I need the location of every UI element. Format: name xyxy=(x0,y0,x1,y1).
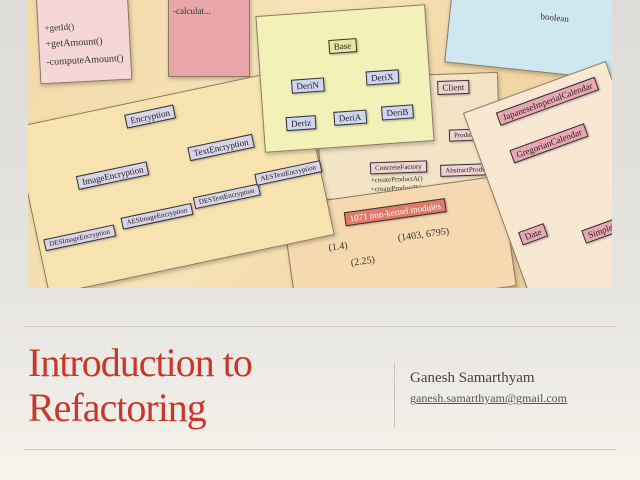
uml-class-sheet: +getId() +getAmount() -computeAmount() xyxy=(35,0,133,85)
author-email-link[interactable]: ganesh.samarthyam@gmail.com xyxy=(410,391,568,405)
class-box: DeriB xyxy=(381,104,414,121)
class-box: DeriN xyxy=(290,77,325,94)
class-box: Encryption xyxy=(124,104,176,129)
uml-method: +getAmount() xyxy=(45,36,103,51)
slide-title: Introduction to Refactoring xyxy=(28,340,253,430)
class-box: Base xyxy=(328,38,357,55)
class-box: DESImageEncryption xyxy=(43,224,117,252)
count-note: (1.4) xyxy=(327,240,349,254)
uml-method: +getId() xyxy=(44,21,75,34)
calc-note: -calculat... xyxy=(173,6,211,16)
class-box: AESImageEncryption xyxy=(120,202,194,230)
hero-collage-image: +getId() +getAmount() -computeAmount() -… xyxy=(28,0,612,288)
class-box: AESTextEncryption xyxy=(254,160,323,186)
top-rule xyxy=(24,326,616,327)
uml-method: -computeAmount() xyxy=(46,52,124,68)
class-box: DESTextEncryption xyxy=(192,183,261,210)
calc-sheet: -calculat... xyxy=(168,0,250,77)
vertical-divider xyxy=(394,362,395,428)
author-name: Ganesh Samarthyam xyxy=(410,370,535,386)
title-line: Introduction to xyxy=(28,340,253,385)
class-box: ImageEncryption xyxy=(75,161,150,190)
class-box: DeriA xyxy=(333,109,367,126)
class-box: ConcreteFactory xyxy=(369,160,427,175)
class-box: Client xyxy=(437,79,470,95)
count-note: (1403, 6795) xyxy=(397,225,450,245)
class-box: GregorianCalendar xyxy=(509,123,589,164)
class-box: Date xyxy=(518,223,549,246)
class-box: TextEncryption xyxy=(187,133,255,162)
class-box: SimpleTimeZone xyxy=(581,205,612,244)
hierarchy-sheet: Base DeriN DeriX Deriz DeriA DeriB xyxy=(255,4,435,153)
count-note: (2.25) xyxy=(350,254,376,269)
class-box: DeriX xyxy=(365,69,399,86)
boolean-note: boolean xyxy=(540,11,570,25)
class-box: Deriz xyxy=(285,115,317,132)
class-box: JapaneseImperialCalendar xyxy=(495,76,600,126)
bottom-rule xyxy=(24,449,616,450)
modules-box: 1071 non-kernel modules xyxy=(343,198,447,227)
title-line: Refactoring xyxy=(28,385,207,430)
